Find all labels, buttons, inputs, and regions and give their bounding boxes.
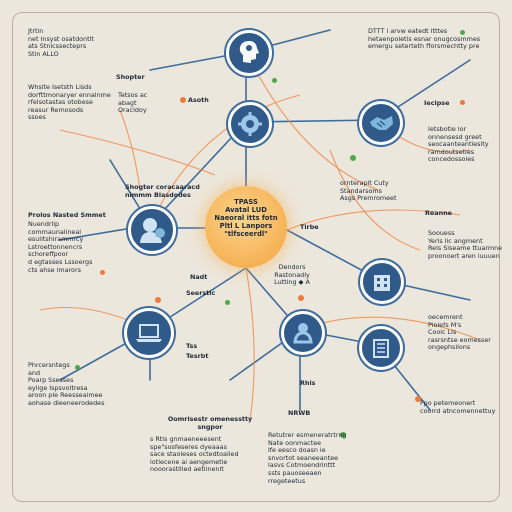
head-profile-node[interactable]	[226, 30, 272, 76]
label-left-mid: Nuendrlip commaunalineal esulitshirammrc…	[28, 220, 93, 274]
label-left-lower: Phrcersntegs and Poarp Ssesses eylige Is…	[28, 361, 105, 407]
label-rhis: Rhis	[300, 379, 316, 387]
label-bottom-right: Fpo petemeonert coorrd atncomennettuy	[420, 399, 496, 415]
accent-dot	[460, 30, 465, 35]
building-node[interactable]	[360, 260, 404, 304]
accent-dot	[100, 270, 105, 275]
accent-dot	[155, 297, 161, 303]
label-left-mid-title: Prolos Nasted Smmet	[28, 211, 106, 219]
label-shopter: Shopter	[116, 73, 145, 81]
label-right-upper-tag: Iecipse	[424, 99, 450, 107]
accent-dot	[340, 432, 346, 438]
accent-dot	[415, 396, 421, 402]
person-head-icon	[140, 218, 165, 243]
accent-dot	[272, 78, 277, 83]
label-bottom-left-title: Oomrisestr omenesstty sngpor	[167, 415, 253, 431]
handshake-node[interactable]	[359, 101, 403, 145]
gear-head-node[interactable]	[228, 102, 272, 146]
label-asoth: Asoth	[188, 96, 209, 104]
label-tesrbt: Tesrbt	[186, 352, 209, 360]
label-reanne: Reanne	[425, 209, 453, 217]
person-node[interactable]	[281, 311, 325, 355]
frame-border	[12, 12, 500, 502]
label-right-lower: Soouess Yeris lic angment Rels Siseame t…	[428, 229, 503, 260]
hub-text: TPASS Avatal LUD Naeoral itts fotn Pltl …	[214, 198, 278, 238]
gear-head-icon	[238, 112, 262, 136]
person-icon	[293, 323, 313, 344]
accent-dot	[460, 100, 465, 105]
label-bottom-center: Retutrer esmeneratrtrng Nate oonmactee l…	[268, 431, 347, 485]
accent-dot	[225, 300, 230, 305]
laptop-node[interactable]	[124, 308, 174, 358]
label-tss: Tss	[186, 342, 198, 350]
label-pill: Tetsos ac abagt Oracldoy	[118, 91, 148, 115]
label-top-right: DTTT l arvw eatedt ltttes hetaenpoletis …	[368, 27, 481, 51]
accent-dot	[75, 365, 80, 370]
label-right-upper: Ietsbotie lor onnensesd greet seocaantea…	[428, 125, 489, 164]
label-bottom-left: s Rtis gnmaeneeesent spe"sosfeseres dyea…	[150, 435, 239, 474]
accent-dot	[298, 295, 304, 301]
label-nrwb: NRWB	[288, 409, 311, 417]
laptop-icon	[136, 324, 162, 342]
office-building-icon	[373, 339, 389, 358]
label-right-lower2: oecemrent Piolefs M's Coolc Lls rasrsnts…	[428, 313, 491, 352]
label-seerstic: Seerstic	[186, 289, 216, 297]
label-tirbe: Tirbe	[300, 223, 319, 231]
head-profile-icon	[239, 41, 259, 63]
central-hub[interactable]	[205, 186, 287, 268]
label-left-upper: Whsite Isetsth Lisds dorfttmonaryer enna…	[28, 83, 111, 122]
handshake-icon	[370, 116, 393, 130]
label-top-left: Jtrtin net Insyst osatdontlt ats Stnicss…	[28, 27, 94, 58]
building-icon	[374, 275, 390, 291]
office-building-node[interactable]	[359, 326, 403, 370]
label-nadt: Nadt	[190, 273, 208, 281]
person-head-node[interactable]	[128, 206, 176, 254]
accent-dot	[180, 97, 186, 103]
label-shogter: Shogter coracaaracd nimmm Blasdodes	[125, 183, 200, 199]
label-right-mid: ornterapit Cuty Standarsoms Asgs Premrom…	[340, 179, 397, 203]
label-below-hub: Dendors Rastonadly Lutting ◆ A	[274, 263, 310, 287]
accent-dot	[350, 155, 356, 161]
